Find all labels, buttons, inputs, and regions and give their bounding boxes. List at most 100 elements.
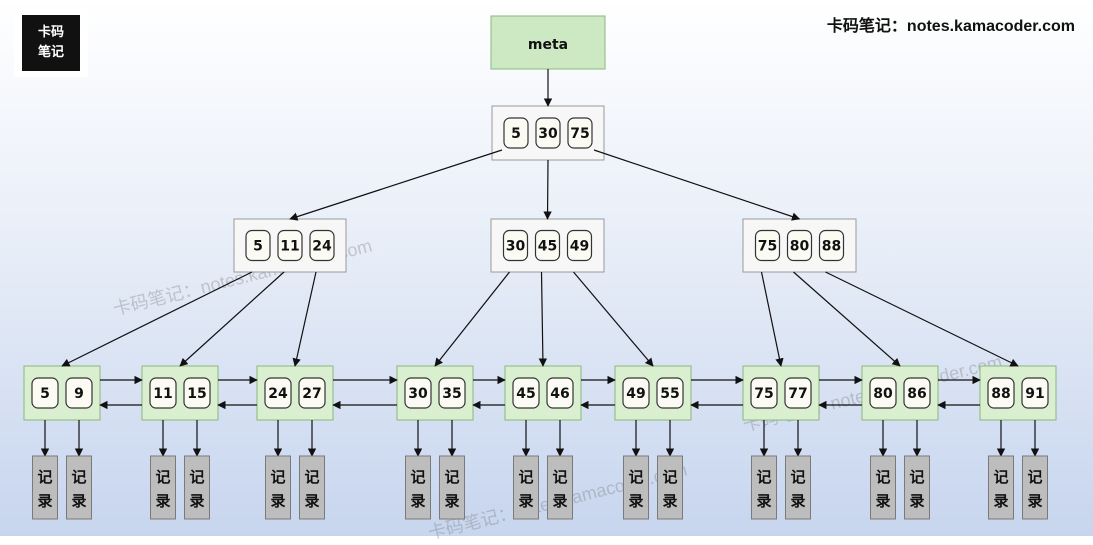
key-pill (31, 377, 59, 409)
record-box: 记录 (785, 455, 811, 520)
record-box: 记录 (405, 455, 431, 520)
edge-internal-1-leaf-2 (179, 271, 285, 367)
edge-internal-2-leaf-4 (434, 271, 510, 367)
key-text: 15 (187, 386, 206, 402)
key-text: 27 (302, 386, 321, 402)
key-pill (245, 229, 271, 262)
key-pill (502, 229, 529, 262)
edge-internal-3-leaf-9 (825, 271, 1019, 367)
key-text: 11 (153, 386, 172, 402)
leaf-node-7: 75 77 (742, 365, 820, 421)
key-pill (567, 117, 593, 149)
key-text: 46 (550, 386, 569, 402)
key-pill (183, 377, 211, 409)
record-box: 记录 (1022, 455, 1048, 520)
key-text: 88 (822, 239, 841, 255)
record-rect (623, 455, 649, 520)
key-text: 11 (280, 239, 299, 255)
key-text: 30 (506, 239, 526, 255)
record-char-2: 录 (1027, 492, 1042, 510)
logo: 卡码 笔记 (14, 9, 88, 77)
key-pill (298, 377, 326, 409)
leaf-node-2: 11 15 (141, 365, 219, 421)
record-char-1: 记 (756, 468, 771, 486)
record-rect (547, 455, 573, 520)
record-char-2: 录 (270, 492, 285, 510)
record-char-1: 记 (790, 468, 805, 486)
key-pill (754, 229, 781, 262)
key-text: 5 (253, 239, 263, 255)
record-char-2: 录 (790, 492, 805, 510)
record-char-2: 录 (909, 492, 924, 510)
edge-internal-1-leaf-3 (292, 271, 317, 367)
record-rect (405, 455, 431, 520)
record-rect (66, 455, 92, 520)
key-pill (65, 377, 93, 409)
edge-internal-3-leaf-7 (760, 271, 784, 367)
key-text: 49 (570, 239, 589, 255)
record-char-1: 记 (155, 468, 170, 486)
meta-node: meta (490, 15, 606, 70)
key-pill (534, 229, 561, 262)
record-char-1: 记 (304, 468, 319, 486)
record-char-1: 记 (189, 468, 204, 486)
record-char-2: 录 (518, 492, 533, 510)
internal-node-1: 5 11 24 (233, 218, 347, 273)
key-pill (503, 117, 529, 149)
edge-root-internal-3 (593, 149, 801, 221)
record-rect (988, 455, 1014, 520)
key-text: 30 (408, 386, 428, 402)
record-char-2: 录 (756, 492, 771, 510)
key-text: 24 (312, 239, 332, 255)
record-box: 记录 (439, 455, 465, 520)
record-box: 记录 (988, 455, 1014, 520)
key-text: 91 (1025, 386, 1044, 402)
edge-internal-1-leaf-1 (61, 271, 253, 367)
edge-root-internal-1 (289, 149, 503, 221)
key-text: 86 (907, 386, 926, 402)
key-text: 75 (754, 386, 773, 402)
record-char-1: 记 (518, 468, 533, 486)
record-char-1: 记 (993, 468, 1008, 486)
record-char-2: 录 (552, 492, 567, 510)
key-text: 77 (788, 386, 807, 402)
edge-root-internal-2 (543, 159, 552, 220)
record-rect (513, 455, 539, 520)
logo-line-2: 笔记 (37, 45, 64, 60)
record-char-1: 记 (270, 468, 285, 486)
key-pill (784, 377, 812, 409)
key-pill (264, 377, 292, 409)
meta-label: meta (528, 37, 568, 53)
record-char-2: 录 (628, 492, 643, 510)
key-text: 75 (570, 126, 589, 142)
key-text: 45 (538, 239, 557, 255)
meta-box (490, 15, 606, 70)
edge-internal-2-leaf-6 (573, 271, 654, 367)
logo-line-1: 卡码 (37, 25, 64, 40)
key-pill (566, 229, 593, 262)
record-char-2: 录 (37, 492, 52, 510)
record-box: 记录 (657, 455, 683, 520)
record-box: 记录 (299, 455, 325, 520)
key-pill (656, 377, 684, 409)
key-text: 80 (790, 239, 810, 255)
key-pill (786, 229, 813, 262)
record-box: 记录 (150, 455, 176, 520)
key-text: 30 (538, 126, 558, 142)
record-char-1: 记 (37, 468, 52, 486)
site-label: 卡码笔记：notes.kamacoder.com (826, 18, 1075, 35)
key-pill (309, 229, 335, 262)
key-pill (622, 377, 650, 409)
record-rect (299, 455, 325, 520)
record-char-1: 记 (552, 468, 567, 486)
record-char-2: 录 (304, 492, 319, 510)
key-text: 9 (74, 386, 84, 402)
key-pill (277, 229, 303, 262)
record-char-2: 录 (189, 492, 204, 510)
